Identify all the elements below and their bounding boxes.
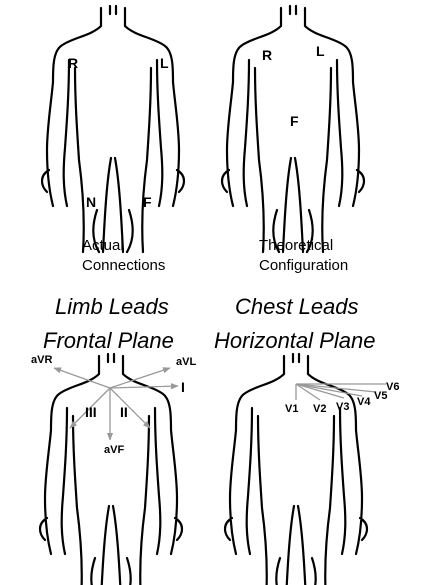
lead-iii-vector <box>69 387 111 429</box>
label-l: L <box>316 43 325 59</box>
lead-v2-label: V2 <box>313 403 326 415</box>
actual-connections-figure <box>40 4 186 254</box>
v3-vector <box>295 383 345 399</box>
lead-v1-label: V1 <box>285 403 298 415</box>
caption-theoretical-line2: Configuration <box>259 257 348 274</box>
label-r: R <box>68 55 78 71</box>
lead-ii-label: II <box>120 404 128 420</box>
label-f: F <box>143 194 152 210</box>
lead-v6-label: V6 <box>386 381 399 393</box>
horizontal-plane-title: Horizontal Plane <box>214 328 375 353</box>
theoretical-configuration-figure <box>220 4 366 254</box>
v2-vector <box>295 383 321 401</box>
caption-theoretical-line1: Theoretical <box>259 237 333 254</box>
caption-actual-line1: Actual <box>82 237 124 254</box>
limb-leads-title: Limb Leads <box>55 294 169 319</box>
lead-i-vector <box>109 383 179 390</box>
avr-vector <box>53 367 111 389</box>
lead-avf-label: aVF <box>104 444 124 456</box>
caption-actual-line2: Connections <box>82 257 165 274</box>
label-f: F <box>290 113 299 129</box>
label-r: R <box>262 47 272 63</box>
lead-i-label: I <box>181 379 185 395</box>
lead-avl-label: aVL <box>176 356 196 368</box>
lead-avr-label: aVR <box>31 354 52 366</box>
lead-v5-label: V5 <box>374 390 387 402</box>
label-n: N <box>86 194 96 210</box>
chest-leads-title: Chest Leads <box>235 294 359 319</box>
v4-vector <box>295 383 363 397</box>
avl-vector <box>109 367 171 389</box>
lead-ii-vector <box>109 387 151 429</box>
lead-v4-label: V4 <box>357 396 371 408</box>
label-l: L <box>160 55 169 71</box>
chest-lead-vectors <box>295 383 386 401</box>
v5-vector <box>295 383 377 393</box>
lead-v3-label: V3 <box>336 401 349 413</box>
limb-lead-vectors <box>53 367 179 441</box>
lead-iii-label: III <box>85 404 97 420</box>
frontal-plane-title: Frontal Plane <box>43 328 174 353</box>
